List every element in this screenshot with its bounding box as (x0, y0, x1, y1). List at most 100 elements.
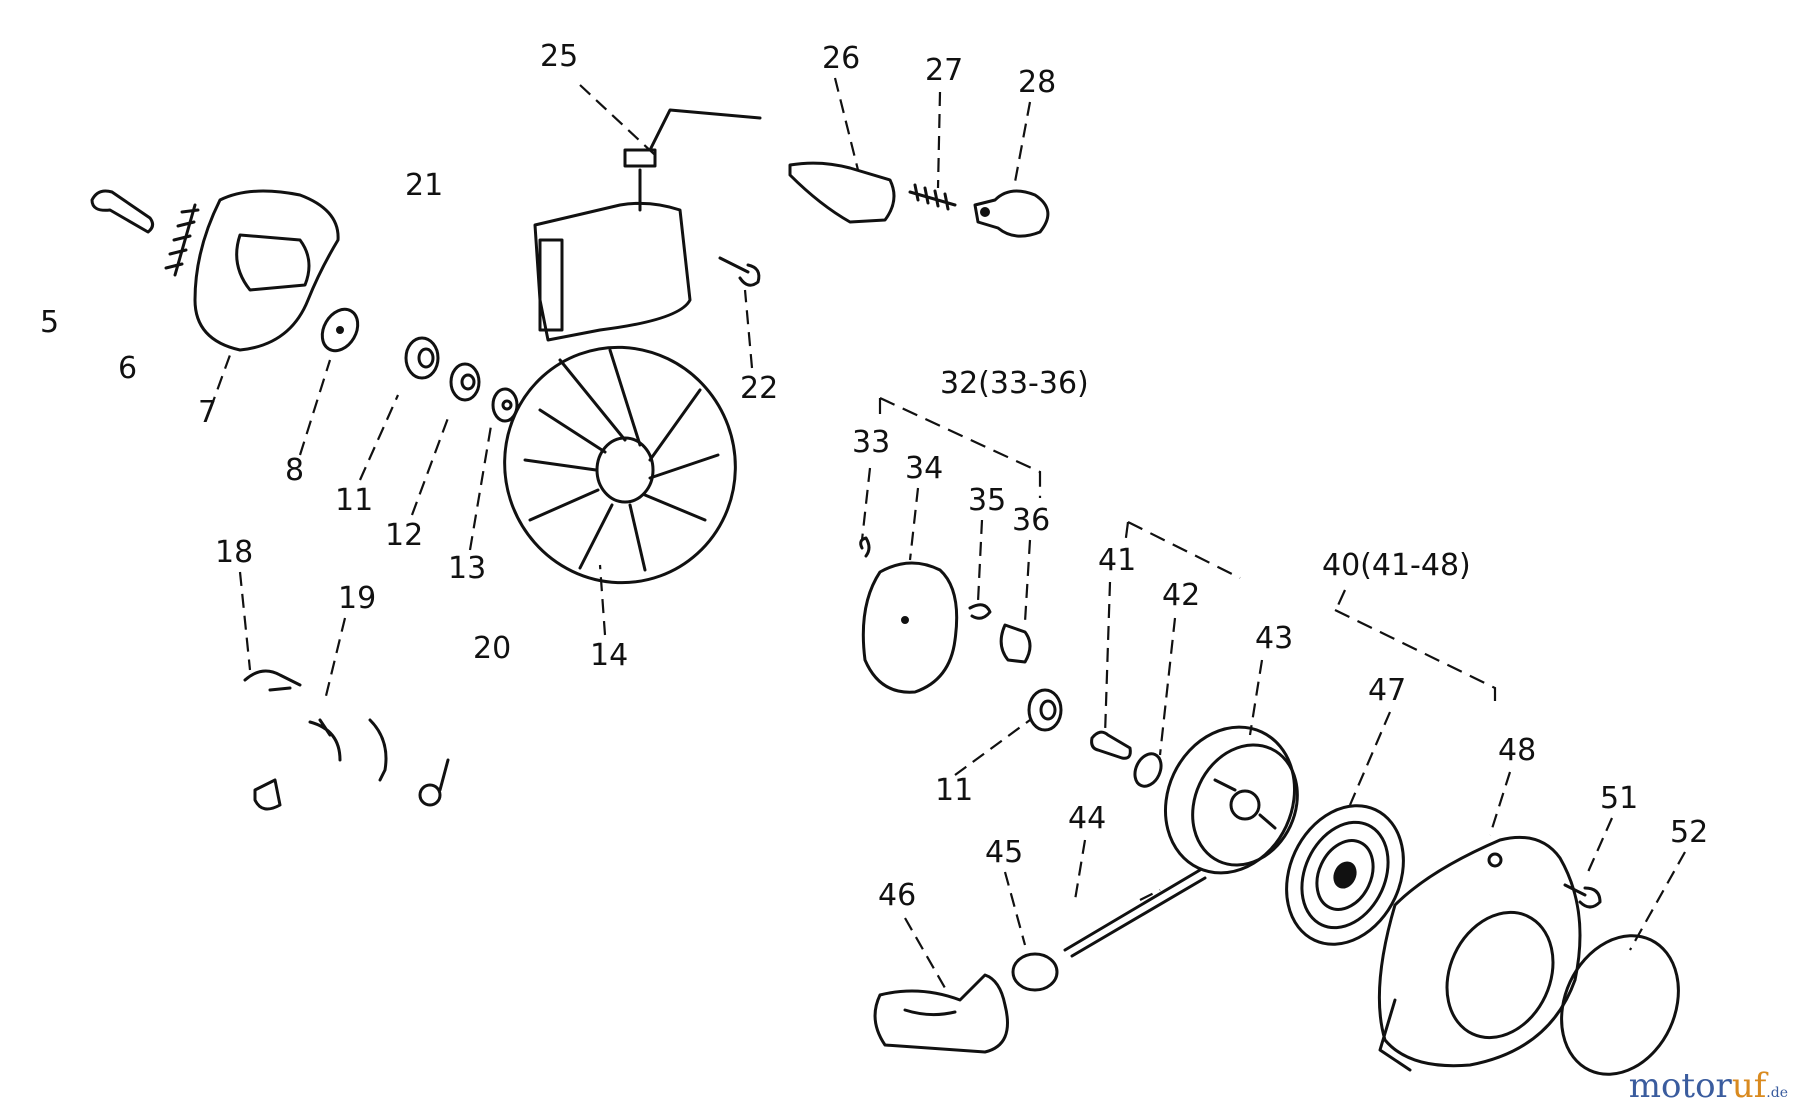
motoruf-watermark: motoruf.de (1629, 1066, 1788, 1106)
leader-51 (1586, 817, 1614, 873)
washer-part-42 (1133, 752, 1163, 788)
recoil-spring-part-47 (1285, 804, 1405, 946)
part-label-8: 8 (285, 453, 304, 488)
leader-27 (936, 91, 942, 189)
leader-8 (298, 359, 332, 456)
flywheel-part-14 (503, 345, 737, 585)
part-labels: 25 26 27 28 21 5 6 7 8 22 11 12 13 32(33… (40, 39, 1708, 913)
leader-44-shaft (1139, 889, 1161, 901)
part-label-20: 20 (473, 631, 511, 666)
leader-lines (208, 77, 1686, 989)
leader-13 (468, 419, 494, 551)
pawl-part-36 (999, 623, 1032, 664)
leader-12 (410, 417, 450, 516)
part-label-46: 46 (878, 878, 916, 913)
part-label-11-bottom: 11 (935, 773, 973, 808)
leader-43 (1248, 659, 1264, 736)
part-label-47: 47 (1368, 673, 1406, 708)
part-label-40: 40(41-48) (1322, 548, 1471, 583)
shaft-part-44 (1063, 868, 1207, 958)
carburetor-part-21 (533, 108, 762, 342)
cap-part-26 (788, 161, 896, 224)
leader-36 (1023, 539, 1032, 623)
part-label-26: 26 (822, 41, 860, 76)
part-label-21: 21 (405, 168, 443, 203)
leader-22 (743, 289, 754, 369)
grommet-part-45 (1011, 952, 1059, 992)
part-label-41: 41 (1098, 543, 1136, 578)
leader-26 (833, 77, 860, 171)
leader-14 (598, 564, 607, 636)
part-label-33: 33 (852, 425, 890, 460)
washer-part-8 (320, 307, 360, 353)
pawl-plate-part-34 (861, 561, 959, 694)
part-label-19: 19 (338, 581, 376, 616)
part-label-35: 35 (968, 483, 1006, 518)
handle-part-46 (873, 973, 1009, 1054)
ring-part-13 (491, 387, 519, 423)
watermark-brand-blue: motor (1628, 1066, 1732, 1106)
leader-28 (1013, 101, 1032, 183)
part-label-51: 51 (1600, 781, 1638, 816)
part-label-42: 42 (1162, 578, 1200, 613)
leader-45 (1003, 871, 1027, 946)
part-label-27: 27 (925, 53, 963, 88)
part-label-6: 6 (118, 351, 137, 386)
leader-42 (1158, 617, 1177, 756)
group-brackets (878, 397, 1497, 705)
part-label-22: 22 (740, 371, 778, 406)
leader-33 (860, 467, 872, 541)
leader-35 (976, 519, 984, 603)
part-label-28: 28 (1018, 65, 1056, 100)
bolt-part-41 (1090, 730, 1132, 760)
leader-7 (208, 354, 232, 411)
disc-part-52 (1560, 934, 1680, 1076)
watermark-suffix: .de (1766, 1085, 1788, 1101)
leader-48 (1488, 771, 1512, 836)
bracket-32 (879, 397, 1042, 498)
part-label-32: 32(33-36) (940, 366, 1089, 401)
clip-parts-18-19-20 (243, 669, 450, 811)
spring-part-35 (968, 603, 992, 620)
spring-part-6 (164, 203, 200, 277)
pulley-part-43 (1163, 725, 1299, 875)
ring-part-11-bottom (1027, 688, 1063, 732)
bolt-part-51 (1563, 883, 1602, 909)
filter-housing-part-7 (193, 189, 340, 352)
part-label-12: 12 (385, 518, 423, 553)
watermark-brand-orange: uf (1731, 1066, 1767, 1106)
leader-18 (238, 571, 252, 671)
plug-part-28 (973, 189, 1050, 238)
bracket-40-right (1334, 609, 1497, 705)
ring-part-11-top (404, 336, 440, 380)
part-label-44: 44 (1068, 801, 1106, 836)
part-label-11-top: 11 (335, 483, 373, 518)
starter-cover-part-48 (1377, 835, 1582, 1072)
leader-25 (579, 84, 656, 156)
ring-part-12 (449, 362, 481, 402)
leader-11-bottom (954, 719, 1031, 776)
part-label-13: 13 (448, 551, 486, 586)
part-label-5: 5 (40, 305, 59, 340)
part-label-43: 43 (1255, 621, 1293, 656)
part-label-45: 45 (985, 835, 1023, 870)
leader-47 (1348, 711, 1392, 806)
leader-46 (904, 917, 946, 989)
bolt-part-22 (718, 256, 761, 287)
spring-part-27 (908, 183, 957, 211)
leader-41 (1103, 581, 1112, 736)
screw-part-5 (90, 189, 155, 234)
bracket-40-drop (1333, 589, 1347, 613)
leader-44 (1073, 839, 1087, 901)
part-label-14: 14 (590, 638, 628, 673)
clip-part-33 (859, 536, 871, 558)
leader-11-top (358, 394, 400, 481)
part-label-25: 25 (540, 39, 578, 74)
bracket-40-left (1127, 521, 1241, 579)
part-label-48: 48 (1498, 733, 1536, 768)
part-label-34: 34 (905, 451, 943, 486)
part-label-18: 18 (215, 535, 253, 570)
leader-19 (323, 617, 347, 701)
bracket-40-tick (1123, 521, 1130, 546)
